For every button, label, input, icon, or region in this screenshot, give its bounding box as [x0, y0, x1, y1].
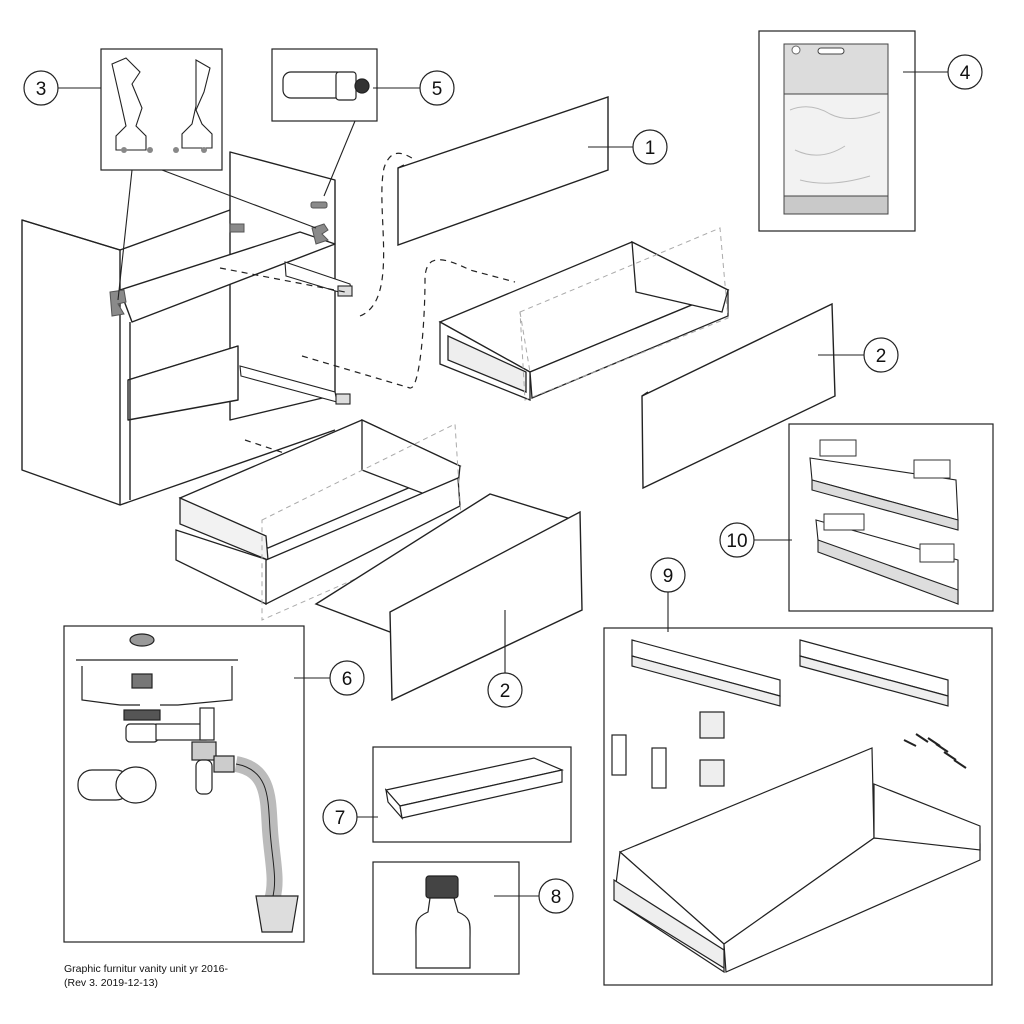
callout-10: 10	[719, 522, 755, 558]
callout-6-label: 6	[342, 669, 353, 690]
lower-drawer	[175, 418, 462, 606]
callout-2-front-label: 2	[500, 681, 511, 702]
callout-4: 4	[947, 54, 983, 90]
callout-2-front: 2	[487, 672, 523, 708]
part-1-panel	[397, 96, 609, 246]
part-5-push-latch-box	[271, 48, 378, 122]
cabinet-runners	[239, 261, 353, 405]
caption-line-1: Graphic furnitur vanity unit yr 2016-	[64, 963, 228, 975]
cabinet-carcass	[21, 151, 336, 506]
callout-1: 1	[632, 129, 668, 165]
part-9-drawer-kit-box	[603, 627, 993, 986]
callout-4-label: 4	[960, 63, 971, 84]
callout-9-label: 9	[663, 566, 674, 587]
callout-1-label: 1	[645, 138, 656, 159]
callout-7: 7	[322, 799, 358, 835]
callout-7-label: 7	[335, 808, 346, 829]
callout-6: 6	[329, 660, 365, 696]
upper-drawer	[438, 240, 730, 401]
callout-5: 5	[419, 70, 455, 106]
callout-3-label: 3	[36, 79, 47, 100]
part-6-sink-trap-box	[63, 625, 305, 943]
callout-8-label: 8	[551, 887, 562, 908]
callout-10-label: 10	[726, 531, 747, 552]
callout-2-right-label: 2	[876, 346, 887, 367]
callout-3: 3	[23, 70, 59, 106]
callout-leaders	[57, 71, 949, 897]
diagram-caption: Graphic furnitur vanity unit yr 2016- (R…	[64, 962, 228, 990]
installation-guides	[219, 152, 516, 456]
part-7-strip-box	[372, 746, 572, 843]
callout-2-right: 2	[863, 337, 899, 373]
part-2-drawer-front	[314, 493, 583, 702]
caption-line-2: (Rev 3. 2019-12-13)	[64, 977, 158, 989]
part-4-fitting-bag-box	[758, 30, 916, 232]
part-3-hinges-box	[100, 48, 223, 171]
callout-9: 9	[650, 557, 686, 593]
part-2-panel-right	[641, 302, 836, 490]
cabinet-hinge-marks	[109, 201, 329, 317]
upper-drawer-ghost	[519, 227, 729, 401]
callout-8: 8	[538, 878, 574, 914]
part-8-glue-bottle-box	[372, 861, 520, 975]
part-10-runners-box	[788, 423, 994, 612]
callout-5-label: 5	[432, 79, 443, 100]
